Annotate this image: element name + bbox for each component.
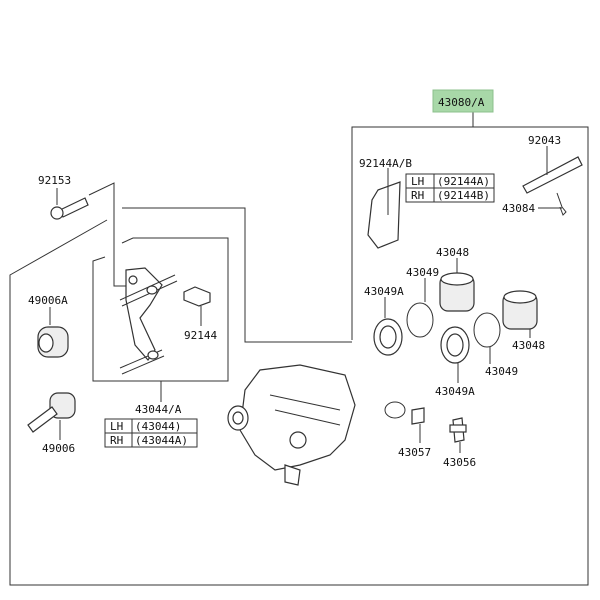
part-label-pin-clip[interactable]: 43084 — [502, 202, 535, 215]
clip-icon — [183, 286, 211, 326]
pad-spring-table-part-rh: (92144B) — [437, 189, 490, 202]
part-label-piston-top[interactable]: 43048 — [436, 246, 469, 259]
part-label-bleeder-cap[interactable]: 43057 — [398, 446, 431, 459]
piston-top-icon — [439, 258, 475, 312]
pad-spring-table-part-lh: (92144A) — [437, 175, 490, 188]
pin-icon — [522, 146, 583, 194]
seal-top-icon — [406, 278, 434, 338]
part-label-boot[interactable]: 49006 — [42, 442, 75, 455]
part-label-holder[interactable]: 43044/A — [135, 403, 182, 416]
part-label-seal-top[interactable]: 43049 — [406, 266, 439, 279]
dust-seal-top-icon — [373, 297, 403, 356]
pin-boot-icon — [27, 392, 76, 440]
part-label-seal-right[interactable]: 43049 — [485, 365, 518, 378]
holder-table-side-rh: RH — [110, 434, 123, 447]
seal-right-icon — [473, 312, 501, 364]
bleeder-cap-icon — [384, 401, 425, 443]
part-label-bolt[interactable]: 92153 — [38, 174, 71, 187]
holder-table-side-lh: LH — [110, 420, 123, 433]
pad-spring-icon — [367, 168, 401, 249]
part-label-dust-seal-top[interactable]: 43049A — [364, 285, 404, 298]
assembly-label[interactable]: 43080/A — [438, 96, 485, 109]
bolt-icon — [50, 188, 89, 220]
piston-right-icon — [502, 290, 538, 338]
pad-spring-lh-rh-table: LH (92144A) RH (92144B) — [405, 173, 495, 203]
pad-spring-table-side-lh: LH — [411, 175, 424, 188]
part-label-clip[interactable]: 92144 — [184, 329, 217, 342]
caliper-bracket-icon — [119, 267, 178, 375]
pad-spring-table-side-rh: RH — [411, 189, 424, 202]
assembly-label-box[interactable] — [432, 89, 494, 113]
part-label-pin[interactable]: 92043 — [528, 134, 561, 147]
caliper-body-icon — [227, 364, 356, 486]
bleeder-valve-icon — [449, 417, 467, 453]
part-label-pad-spring[interactable]: 92144A/B — [359, 157, 412, 170]
part-label-dust-seal-right[interactable]: 43049A — [435, 385, 475, 398]
part-label-piston-right[interactable]: 43048 — [512, 339, 545, 352]
holder-lh-rh-table: LH (43044) RH (43044A) — [104, 418, 198, 448]
part-label-boot-a[interactable]: 49006A — [28, 294, 68, 307]
pin-clip-icon — [538, 192, 567, 216]
frame-lines — [9, 112, 589, 586]
part-label-bleeder-valve[interactable]: 43056 — [443, 456, 476, 469]
holder-table-part-rh: (43044A) — [135, 434, 188, 447]
dust-seal-right-icon — [440, 326, 470, 383]
holder-table-part-lh: (43044) — [135, 420, 181, 433]
boot-icon — [37, 307, 69, 358]
